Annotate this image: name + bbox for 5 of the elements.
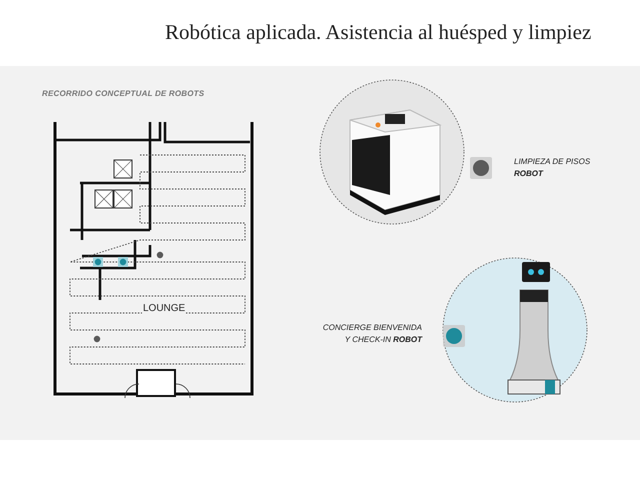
room-label: LOUNGE [142, 303, 186, 314]
legend-label: CONCIERGE BIENVENIDA Y CHECK-IN ROBOT [322, 322, 422, 346]
legend-label: LIMPIEZA DE PISOS ROBOT [514, 156, 592, 180]
slide-title: Robótica aplicada. Asistencia al huésped y limpiez [165, 20, 592, 45]
section-heading: RECORRIDO CONCEPTUAL DE ROBOTS [42, 89, 204, 98]
